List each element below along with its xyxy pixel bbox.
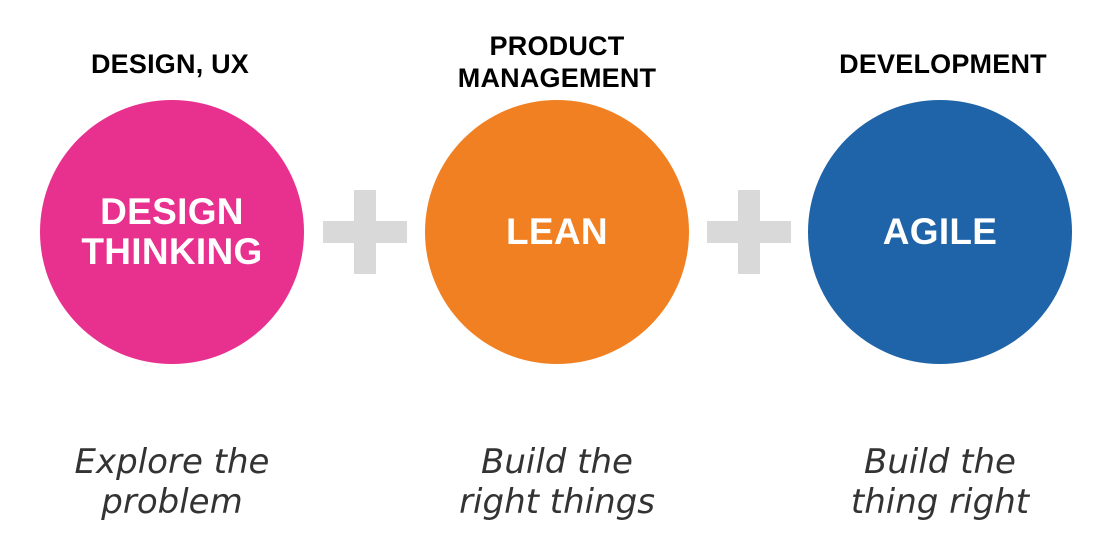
- circle-label-agile: AGILE: [882, 211, 998, 252]
- plus-icon: [707, 190, 791, 274]
- circle-agile: AGILE: [808, 100, 1072, 364]
- caption-build-the-thing-right: Build the thing right: [850, 442, 1030, 522]
- header-design-ux: DESIGN, UX: [90, 49, 250, 79]
- header-product-management: PRODUCT MANAGEMENT: [457, 31, 657, 93]
- header-development: DEVELOPMENT: [839, 49, 1047, 79]
- circle-label-design-thinking: DESIGN THINKING: [81, 191, 263, 272]
- circle-design-thinking: DESIGN THINKING: [40, 100, 304, 364]
- caption-build-the-right-things: Build the right things: [459, 442, 655, 522]
- plus-icon: [323, 190, 407, 274]
- caption-explore-the-problem: Explore the problem: [74, 442, 270, 522]
- circle-label-lean: LEAN: [506, 211, 608, 252]
- circle-lean: LEAN: [425, 100, 689, 364]
